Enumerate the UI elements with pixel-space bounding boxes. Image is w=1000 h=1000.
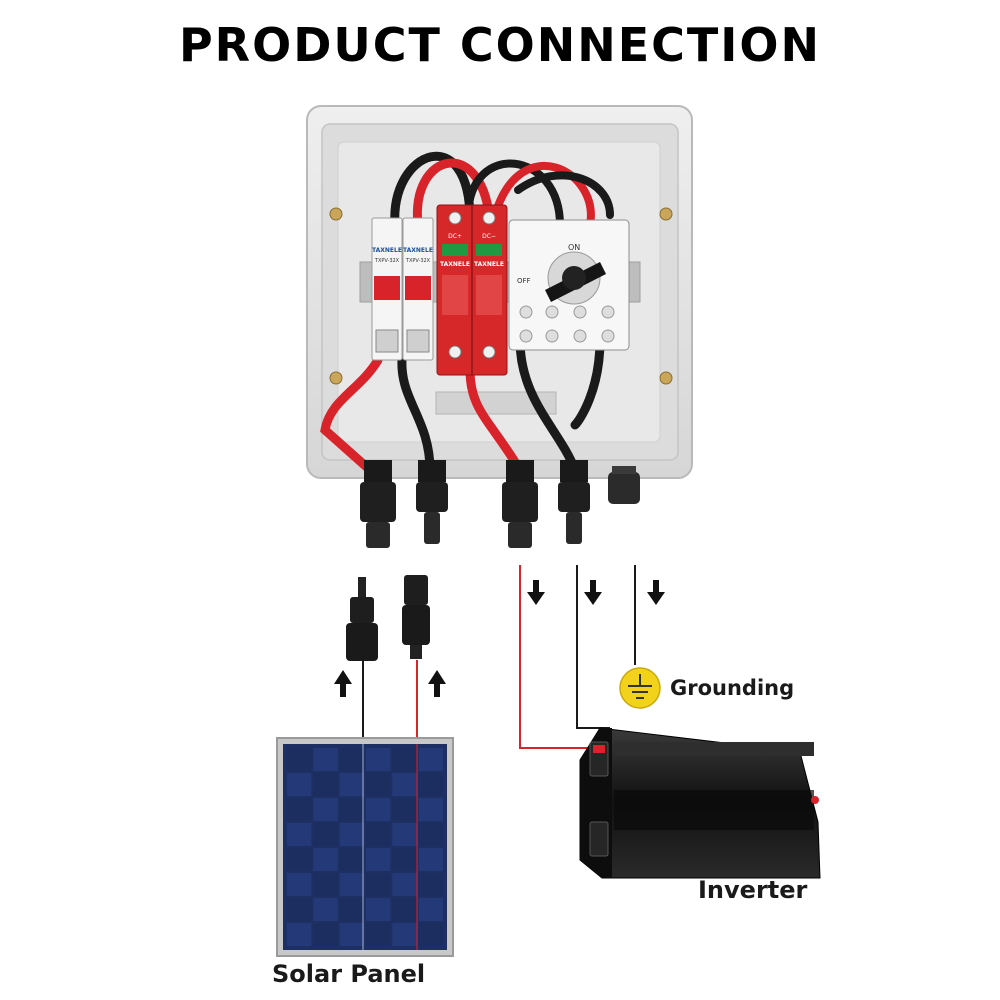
solar-cell (313, 898, 338, 921)
solar-cell (339, 823, 364, 846)
solar-cell (339, 773, 364, 796)
arrow-down-icon (527, 580, 545, 605)
solar-cell (392, 873, 417, 896)
solar-panel-label: Solar Panel (272, 960, 426, 988)
mc4-connector (360, 460, 396, 548)
solar-cell (366, 923, 391, 946)
solar-cell (392, 898, 417, 921)
solar-cell (287, 748, 312, 771)
spd-minus-text: DC− (482, 233, 496, 240)
panel-mc4-connector-male (346, 577, 378, 661)
solar-cell (418, 923, 443, 946)
black-output-wire (576, 565, 610, 729)
page-title: PRODUCT CONNECTION (178, 18, 822, 72)
mc4-connector (416, 460, 448, 544)
inverter-red-terminal (593, 745, 605, 753)
solar-cell (418, 798, 443, 821)
panel-mc4-connector-female (402, 575, 430, 659)
solar-cell (287, 848, 312, 871)
solar-cell (287, 923, 312, 946)
solar-cells (287, 748, 443, 946)
solar-cell (339, 848, 364, 871)
solar-cell (287, 873, 312, 896)
fuse-brand-text: TAXNELE (372, 247, 402, 254)
solar-cell (366, 898, 391, 921)
solar-cell (313, 798, 338, 821)
solar-cell (392, 848, 417, 871)
solar-cell (366, 773, 391, 796)
solar-panel (276, 737, 454, 957)
switch-on-text: ON (568, 243, 580, 252)
solar-cell (418, 823, 443, 846)
inverter-terminal (589, 821, 609, 857)
solar-cell (392, 823, 417, 846)
inverter-power-led (811, 796, 819, 804)
mounting-screw (659, 371, 673, 385)
solar-cell (313, 748, 338, 771)
solar-cell (392, 748, 417, 771)
arrow-up-icon (334, 670, 352, 697)
ground-cable-gland (608, 466, 640, 504)
solar-cell (313, 823, 338, 846)
dc-isolator-switch: ON OFF (508, 219, 630, 351)
surge-protection-device: DC+ DC− TAXNELE TAXNELE (436, 204, 508, 376)
solar-cell (287, 773, 312, 796)
arrow-down-icon (647, 580, 665, 605)
solar-cell (339, 898, 364, 921)
red-output-wire (519, 565, 600, 749)
spd-plus-text: DC+ (448, 233, 462, 240)
spd-brand-text: TAXNELE (440, 261, 470, 268)
solar-cell (313, 873, 338, 896)
solar-cell (392, 773, 417, 796)
arrow-up-icon (428, 670, 446, 697)
solar-cell (392, 923, 417, 946)
mounting-screw (329, 207, 343, 221)
inverter-label: Inverter (698, 876, 808, 904)
solar-cell (313, 773, 338, 796)
mc4-connector (502, 460, 538, 548)
inverter (579, 727, 821, 879)
solar-cell (366, 873, 391, 896)
grounding-label: Grounding (670, 676, 795, 700)
solar-cell (366, 798, 391, 821)
internal-wiring (320, 151, 614, 475)
solar-cell (366, 748, 391, 771)
solar-cell (287, 798, 312, 821)
fuse-model-text: TXPV-32X (405, 258, 431, 264)
solar-cell (339, 923, 364, 946)
spd-brand-text: TAXNELE (474, 261, 504, 268)
arrow-down-icon (584, 580, 602, 605)
solar-cell (313, 923, 338, 946)
solar-cell (339, 748, 364, 771)
output-wiring (519, 565, 636, 749)
fuse-holder: TAXNELE TXPV-32X (371, 217, 403, 361)
solar-cell (366, 823, 391, 846)
solar-cell (366, 848, 391, 871)
solar-cell (418, 898, 443, 921)
switch-off-text: OFF (517, 277, 531, 285)
solar-cell (392, 798, 417, 821)
mounting-screw (659, 207, 673, 221)
fuse-model-text: TXPV-32X (374, 258, 400, 264)
solar-cell (339, 798, 364, 821)
solar-cell (418, 848, 443, 871)
solar-cell (418, 748, 443, 771)
solar-cell (418, 873, 443, 896)
cable-bracket (435, 391, 557, 415)
solar-cell (313, 848, 338, 871)
mounting-screw (329, 371, 343, 385)
fuse-holder: TAXNELE TXPV-32X (402, 217, 434, 361)
solar-cell (287, 823, 312, 846)
solar-cell (418, 773, 443, 796)
solar-cell (287, 898, 312, 921)
solar-cell (339, 873, 364, 896)
ground-icon (619, 667, 661, 709)
mc4-connector (558, 460, 590, 544)
fuse-brand-text: TAXNELE (403, 247, 433, 254)
